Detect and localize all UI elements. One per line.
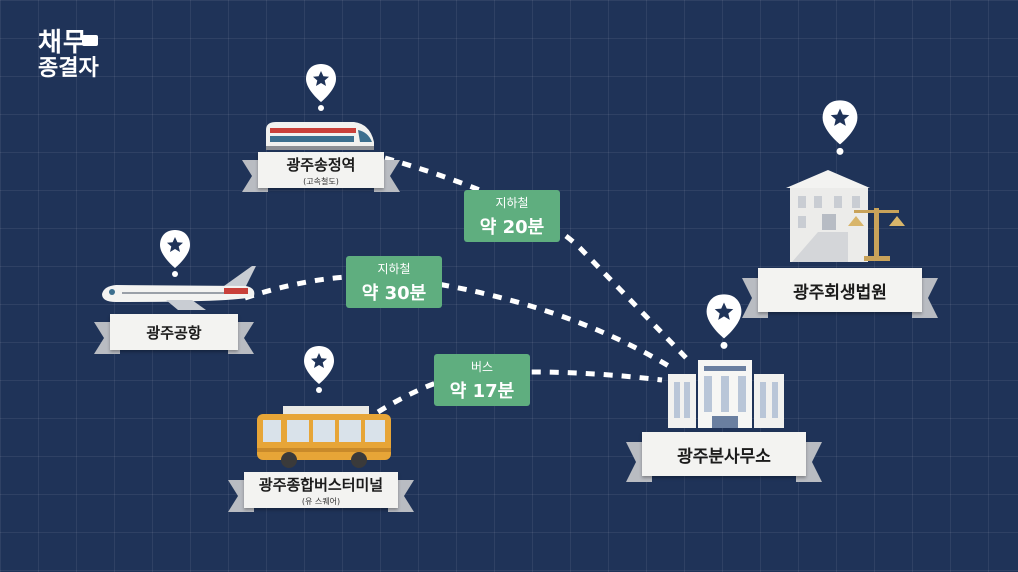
location-pin-icon: [306, 64, 336, 111]
route-line-bus: [376, 369, 663, 415]
route-line-songjeong: [384, 155, 692, 364]
banner-bus-terminal: 광주종합버스터미널 (유 스퀘어): [228, 472, 414, 512]
place-name: 광주회생법원: [793, 282, 887, 303]
route-mode: 버스: [470, 359, 494, 374]
office-building-icon: [668, 360, 784, 428]
logo-tag-icon: [82, 35, 98, 46]
place-sub: (고속철도): [303, 176, 339, 186]
place-name: 광주송정역: [286, 155, 356, 174]
route-mode: 지하철: [495, 195, 529, 210]
place-name: 광주종합버스터미널: [258, 475, 384, 494]
route-duration: 약 30분: [361, 282, 427, 304]
train-icon: [266, 122, 374, 150]
location-pin-icon: [160, 230, 190, 277]
location-pin-icon: [822, 100, 858, 155]
banner-songjeong: 광주송정역 (고속철도): [242, 152, 400, 192]
court-building-icon: [786, 170, 905, 262]
place-name: 광주분사무소: [677, 446, 771, 467]
route-label-airport: 지하철 약 30분: [346, 256, 442, 308]
bus-icon: [257, 406, 391, 468]
logo-line2: 종결자: [38, 56, 99, 81]
place-sub: (유 스퀘어): [301, 496, 341, 506]
route-label-bus: 버스 약 17분: [434, 354, 530, 406]
route-label-songjeong: 지하철 약 20분: [464, 190, 560, 242]
banner-court: 광주회생법원: [742, 268, 938, 318]
logo: 채무 종결자: [38, 30, 99, 80]
route-duration: 약 17분: [449, 380, 515, 402]
place-name: 광주공항: [146, 323, 202, 342]
location-pin-icon: [304, 346, 334, 393]
logo-line1: 채무: [38, 28, 88, 58]
airplane-icon: [102, 266, 256, 310]
banner-office: 광주분사무소: [626, 432, 822, 482]
location-pin-icon: [706, 294, 742, 349]
route-duration: 약 20분: [479, 216, 545, 238]
banner-airport: 광주공항: [94, 314, 254, 354]
route-mode: 지하철: [377, 261, 411, 276]
